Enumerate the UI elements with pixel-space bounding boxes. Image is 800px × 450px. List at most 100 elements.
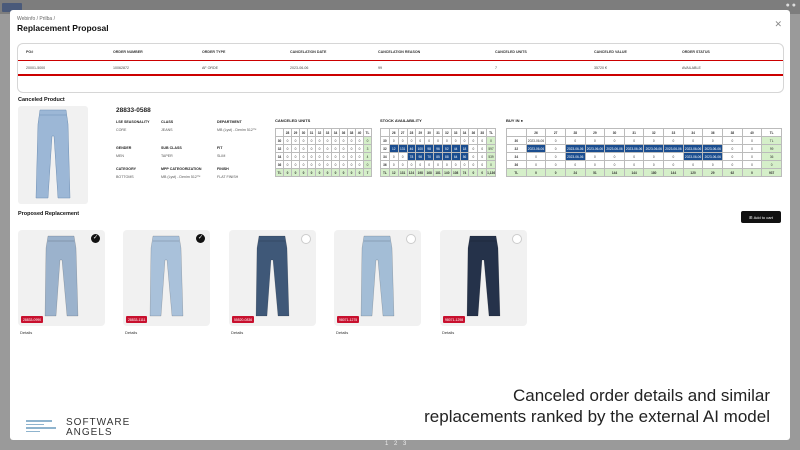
grid-header-cell: 34 xyxy=(331,128,340,137)
attribute-label: CATEGORY xyxy=(116,167,136,171)
order-cell: 2023-06-06 xyxy=(290,66,309,70)
grid-header-cell: 30 xyxy=(424,128,435,137)
grid-cell: 0 xyxy=(283,168,292,177)
app-menu-button[interactable] xyxy=(2,3,22,12)
product-code-badge: 98071-1298 xyxy=(443,316,466,323)
grid-cell: 0 xyxy=(315,144,324,153)
grid-cell: 0 xyxy=(347,136,356,145)
grid-cell: 70 xyxy=(424,152,435,161)
info-icon[interactable]: ● xyxy=(520,118,524,123)
grid-cell: 0 xyxy=(299,152,308,161)
grid-cell: 99 xyxy=(761,144,782,153)
select-checkbox[interactable] xyxy=(406,234,416,244)
grid-cell: 0 xyxy=(525,168,547,177)
select-checkbox[interactable]: ✓ xyxy=(196,234,205,243)
details-link[interactable]: Details xyxy=(125,330,138,335)
buy-in-title-text: BUY IN xyxy=(506,118,520,123)
grid-row-header: 36 xyxy=(506,160,527,169)
grid-cell: 0 xyxy=(299,160,308,169)
grid-cell: 100 xyxy=(415,144,426,153)
grid-cell: 0 xyxy=(433,136,443,145)
page-1[interactable]: 1 xyxy=(385,441,389,447)
grid-cell: 0 xyxy=(722,144,743,153)
grid-cell: 131 xyxy=(397,144,408,153)
details-link[interactable]: Details xyxy=(231,330,244,335)
grid-cell: 36 xyxy=(761,152,782,161)
page-2[interactable]: 2 xyxy=(394,441,398,447)
grid-cell: 0 xyxy=(623,160,645,169)
grid-cell: 144 xyxy=(623,168,645,177)
close-icon[interactable]: ✕ xyxy=(774,19,782,29)
grid-cell: 0 xyxy=(477,152,488,161)
details-link[interactable]: Details xyxy=(20,330,33,335)
grid-header-cell xyxy=(275,128,284,137)
logo-mark xyxy=(26,420,56,434)
order-col-header: CANCELED VALUE xyxy=(594,50,627,54)
grid-cell: 0 xyxy=(477,168,488,177)
details-link[interactable]: Details xyxy=(442,330,455,335)
order-cell: 10062872 xyxy=(113,66,129,70)
order-row-highlight xyxy=(18,74,783,76)
select-checkbox[interactable] xyxy=(301,234,311,244)
grid-cell: 0 xyxy=(307,144,316,153)
grid-cell: 0 xyxy=(323,160,332,169)
top-right-icons[interactable]: ● ● xyxy=(785,2,796,9)
grid-cell: 0 xyxy=(433,160,443,169)
select-checkbox[interactable] xyxy=(512,234,522,244)
grid-cell: 0 xyxy=(323,168,332,177)
grid-cell: 0 xyxy=(388,136,399,145)
grid-cell: 0 xyxy=(355,152,364,161)
grid-cell: 0 xyxy=(741,136,763,145)
grid-cell: 181 xyxy=(433,168,443,177)
grid-cell: 120 xyxy=(682,168,704,177)
grid-header-cell: 34 xyxy=(682,128,704,137)
select-checkbox[interactable]: ✓ xyxy=(91,234,100,243)
grid-cell: 0 xyxy=(331,152,340,161)
grid-cell: 0 xyxy=(486,160,496,169)
attribute-value: SLIM xyxy=(217,154,226,158)
grid-header-cell: TL xyxy=(486,128,496,137)
add-to-cart-label: Add to cart xyxy=(753,214,773,220)
jeans-image xyxy=(360,235,395,317)
grid-cell: 144 xyxy=(604,168,625,177)
grid-header-cell: 32 xyxy=(441,128,452,137)
replacement-card[interactable]: 55520-0836 xyxy=(229,230,316,326)
grid-header-cell: 32 xyxy=(643,128,665,137)
grid-cell: 0 xyxy=(323,144,332,153)
grid-cell: 2023-06-06 xyxy=(663,144,684,153)
breadcrumb[interactable]: Webinfo / Prilba / xyxy=(17,16,55,22)
canceled-product-image[interactable] xyxy=(18,106,88,204)
grid-cell: 0 xyxy=(584,136,606,145)
grid-cell: 0 xyxy=(741,144,763,153)
grid-header-cell: 29 xyxy=(291,128,300,137)
grid-cell: 0 xyxy=(722,160,743,169)
details-link[interactable]: Details xyxy=(336,330,349,335)
replacement-card[interactable]: ✓ 28833-0990 xyxy=(18,230,105,326)
replacement-modal: Webinfo / Prilba / Replacement Proposal … xyxy=(10,10,790,440)
order-cell: 35720 € xyxy=(594,66,607,70)
grid-cell: 44 xyxy=(450,144,461,153)
add-to-cart-button[interactable]: ⊞ Add to cart xyxy=(741,211,781,223)
grid-header-cell: 36 xyxy=(702,128,724,137)
product-code-badge: 28833-0990 xyxy=(21,316,44,323)
grid-header-cell: 33 xyxy=(663,128,684,137)
grid-header-cell: 28 xyxy=(406,128,417,137)
grid-cell: 0 xyxy=(323,136,332,145)
grid-cell: 2023-06-06 xyxy=(623,144,645,153)
replacement-card[interactable]: ✓28833-1111 xyxy=(123,230,210,326)
grid-cell: 0 xyxy=(441,160,452,169)
replacement-card[interactable]: 98071-1275 xyxy=(334,230,421,326)
grid-cell: 0 xyxy=(415,136,426,145)
grid-cell: 0 xyxy=(291,160,300,169)
attribute-value: MB (Lyst) - Denim 512™ xyxy=(217,128,257,132)
attribute-label: FIT xyxy=(217,146,223,150)
grid-cell: 0 xyxy=(355,144,364,153)
replacement-card[interactable]: 98071-1298 xyxy=(440,230,527,326)
grid-cell: 0 xyxy=(741,160,763,169)
grid-cell: 0 xyxy=(331,144,340,153)
page-3[interactable]: 3 xyxy=(403,441,407,447)
grid-cell: 2023-06-06 xyxy=(525,144,547,153)
grid-cell: 2023-06-06 xyxy=(564,152,586,161)
grid-cell: 0 xyxy=(315,168,324,177)
